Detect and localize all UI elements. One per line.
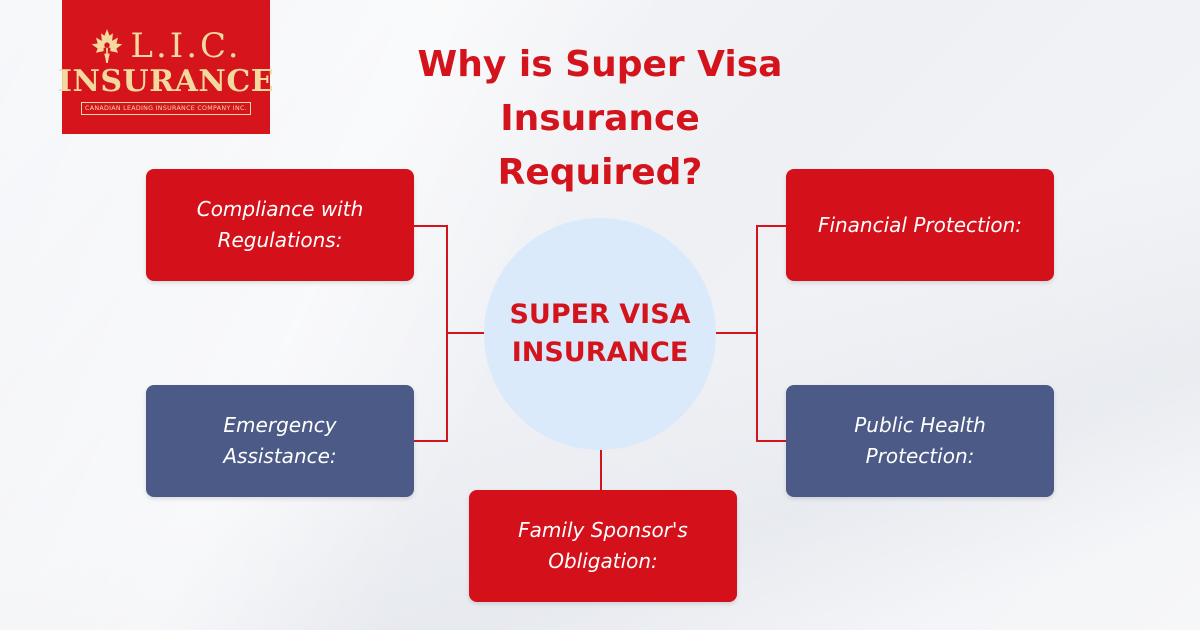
box-family-sponsor-label: Family Sponsor's Obligation:: [518, 518, 688, 573]
logo-line-1: L.I.C.: [130, 26, 242, 66]
maple-leaf-icon: [92, 29, 123, 63]
logo-line-2: INSURANCE: [57, 64, 275, 99]
box-emergency-assistance-label: Emergency Assistance:: [223, 413, 337, 468]
box-compliance: Compliance with Regulations:: [146, 169, 414, 281]
center-hub: SUPER VISA INSURANCE: [484, 218, 716, 450]
box-emergency-assistance: Emergency Assistance:: [146, 385, 414, 497]
box-financial-protection-label: Financial Protection:: [817, 212, 1023, 237]
box-compliance-label: Compliance with Regulations:: [196, 197, 364, 252]
box-public-health-label: Public Health Protection:: [854, 413, 986, 468]
box-financial-protection: Financial Protection:: [786, 169, 1054, 281]
hub-label: SUPER VISA INSURANCE: [509, 299, 691, 368]
box-public-health: Public Health Protection:: [786, 385, 1054, 497]
logo-row: L.I.C.: [90, 27, 241, 65]
lic-insurance-logo[interactable]: L.I.C. INSURANCE CANADIAN LEADING INSURA…: [58, 0, 274, 134]
connector-left: [414, 225, 448, 442]
logo-tagline: CANADIAN LEADING INSURANCE COMPANY INC.: [81, 102, 251, 115]
page-title: Why is Super Visa Insurance Required?: [417, 44, 783, 193]
box-family-sponsor: Family Sponsor's Obligation:: [469, 490, 737, 602]
connector-right: [756, 225, 786, 442]
